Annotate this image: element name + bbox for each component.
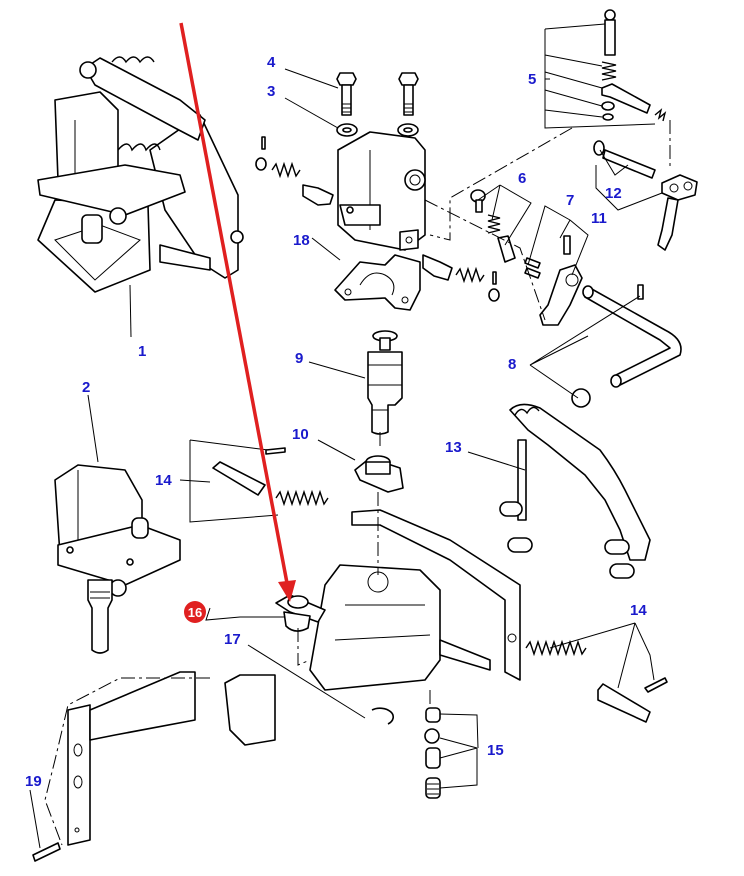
highlight-badge-16	[184, 601, 206, 623]
label-4[interactable]: 4	[267, 54, 276, 71]
part-14-spring-pin-right[interactable]	[525, 639, 668, 723]
housing[interactable]	[337, 131, 426, 251]
label-9[interactable]: 9	[295, 350, 303, 367]
part-15-pin-set[interactable]	[424, 707, 441, 799]
part-6-plunger-set[interactable]	[470, 189, 516, 263]
label-14-left[interactable]: 14	[155, 472, 172, 489]
plunger-set-lower[interactable]	[422, 254, 500, 302]
label-2[interactable]: 2	[82, 379, 90, 396]
label-12[interactable]: 12	[605, 185, 622, 202]
part-18-gasket[interactable]	[334, 254, 421, 311]
part-2-jaw[interactable]	[54, 464, 181, 654]
label-13[interactable]: 13	[445, 439, 462, 456]
hitch-body[interactable]	[309, 509, 521, 691]
part-13-handle[interactable]	[499, 403, 651, 579]
label-5[interactable]: 5	[528, 71, 536, 88]
plunger-set-upper[interactable]	[255, 136, 334, 206]
part-8-crank-handle[interactable]	[571, 284, 682, 408]
label-6[interactable]: 6	[518, 170, 526, 187]
part-16-latch-block[interactable]	[275, 594, 326, 632]
part-10-bushing[interactable]	[354, 455, 404, 493]
part-11-lever[interactable]	[657, 174, 698, 251]
part-4-bolts[interactable]	[336, 72, 419, 116]
label-11[interactable]: 11	[591, 210, 607, 227]
part-17-circlip[interactable]	[371, 707, 394, 725]
label-10[interactable]: 10	[292, 426, 309, 443]
part-14-spring-pin-left[interactable]	[212, 447, 329, 507]
part-1-hitch-assembly[interactable]	[37, 56, 244, 293]
label-19[interactable]: 19	[25, 773, 42, 790]
part-12-pin-washer[interactable]	[593, 140, 656, 179]
label-7[interactable]: 7	[566, 192, 574, 209]
label-15[interactable]: 15	[487, 742, 504, 759]
red-pointer-arrow	[179, 22, 296, 602]
label-1[interactable]: 1	[138, 343, 146, 360]
part-19-frame-bracket[interactable]	[32, 671, 276, 862]
leader-lines	[29, 23, 663, 849]
label-3[interactable]: 3	[267, 83, 275, 100]
label-8[interactable]: 8	[508, 356, 516, 373]
assembly-lines	[44, 120, 671, 846]
label-16[interactable]: 16	[188, 605, 202, 620]
label-14-right[interactable]: 14	[630, 602, 647, 619]
part-9-coupling-pin[interactable]	[367, 330, 403, 435]
label-17[interactable]: 17	[224, 631, 241, 648]
part-7-lever-pins[interactable]	[524, 235, 583, 326]
part-5-lever-kit[interactable]	[601, 9, 667, 122]
part-3-washers[interactable]	[336, 123, 419, 137]
label-18[interactable]: 18	[293, 232, 310, 249]
